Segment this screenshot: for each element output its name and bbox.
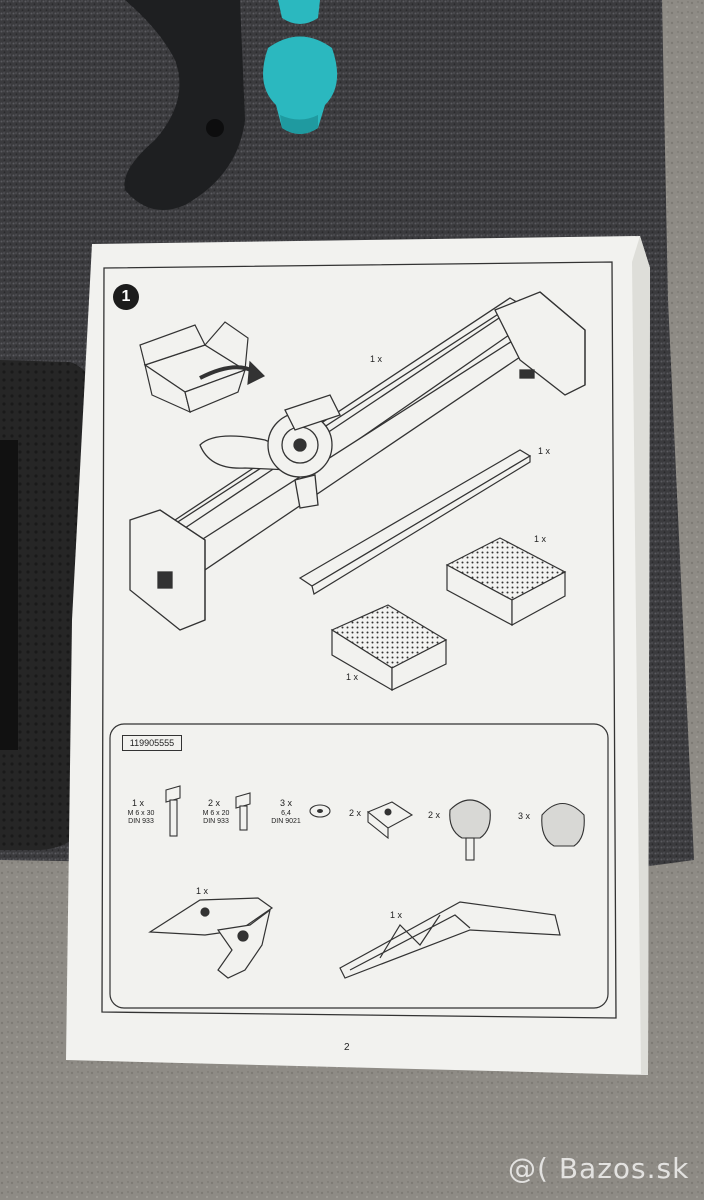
hardware-panel [109,723,609,1009]
qty-bolt-m6x20: 2 x [208,798,221,808]
tile-support-left [330,604,448,692]
bolt-m6x20-icon [235,792,251,831]
spec-line: 6,4 [281,810,291,817]
breaker-lever-icon [148,897,274,979]
leg-part-hole [206,119,224,137]
spec-line: DIN 9021 [271,818,301,825]
knob-with-screw-icon [449,799,491,861]
qty-support-right: 1 x [534,534,547,544]
step-number-badge: 1 [113,284,139,310]
qty-support-left: 1 x [346,672,359,682]
tile-support-right [445,537,567,627]
spec-washer: 6,4 DIN 9021 [264,810,308,826]
qty-rail: 1 x [538,446,551,456]
teal-knob [263,36,338,134]
bolt-m6x30-icon [165,785,181,837]
spec-line: DIN 933 [203,818,229,825]
qty-washer: 3 x [280,798,293,808]
tile-cutter-illustration [129,291,586,631]
spec-bolt-m6x30: M 6 x 30 DIN 933 [118,810,164,826]
guide-rail-illustration [298,449,532,595]
side-support-arm-icon [339,901,561,979]
qty-cutter: 1 x [370,354,383,364]
page-number: 2 [344,1042,350,1053]
teal-knob-top [278,0,320,24]
qty-knob-screw: 2 x [428,810,441,820]
spec-bolt-m6x20: M 6 x 20 DIN 933 [194,810,238,826]
washer-hole [317,809,323,813]
sheet-shadow-edge [632,236,650,1075]
watermark: @( Bazos.sk [508,1152,690,1185]
part-number-label: 119905555 [122,735,182,751]
black-leg-part [124,0,245,210]
spec-line: DIN 933 [128,818,154,825]
teal-knob-shade [280,115,318,134]
qty-knob: 3 x [518,811,531,821]
qty-bolt-m6x30: 1 x [132,798,145,808]
sheet-border [101,261,617,1019]
spec-line: M 6 x 20 [202,810,230,817]
qty-breaker-lever: 1 x [196,886,209,896]
qty-side-arm: 1 x [390,910,403,920]
spec-line: M 6 x 30 [127,810,155,817]
box-icon [139,321,266,414]
foot-part-recess [0,440,18,750]
knob-icon [541,802,585,847]
sliding-nut-icon [366,801,414,840]
qty-sliding-nut: 2 x [349,808,362,818]
